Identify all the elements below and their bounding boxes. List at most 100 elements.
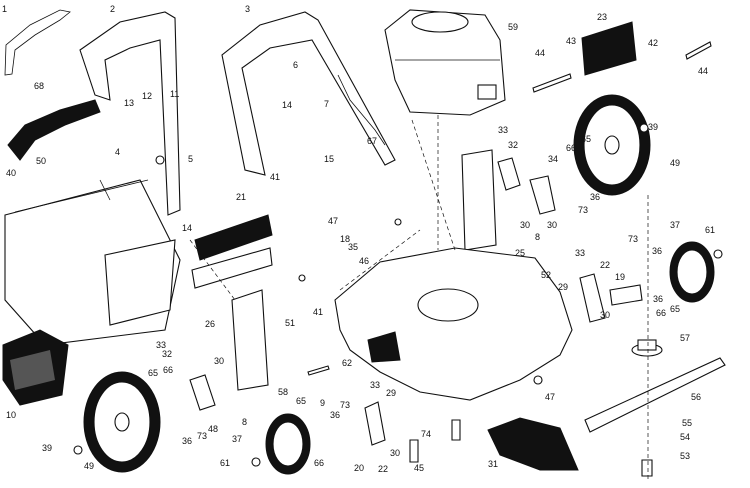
callout-33: 33 [370, 380, 380, 390]
callout-49: 49 [670, 158, 680, 168]
callout-36: 36 [182, 436, 192, 446]
callout-51: 51 [285, 318, 295, 328]
part-front-wheel-left [265, 413, 311, 475]
callout-36: 36 [652, 246, 662, 256]
callout-48: 48 [208, 424, 218, 434]
callout-65: 65 [148, 368, 158, 378]
part-mower-deck [334, 247, 573, 401]
callout-66: 66 [656, 308, 666, 318]
callout-9: 9 [320, 398, 325, 408]
callout-4: 4 [115, 147, 120, 157]
callout-25: 25 [515, 248, 525, 258]
assembly-lines [189, 115, 649, 480]
callout-54: 54 [680, 432, 690, 442]
part-height-adjuster-right [461, 149, 497, 251]
callout-31: 31 [488, 459, 498, 469]
callout-49: 49 [84, 461, 94, 471]
callout-29: 29 [386, 388, 396, 398]
part-handle-grip [7, 99, 101, 161]
callout-41: 41 [270, 172, 280, 182]
callout-68: 68 [34, 81, 44, 91]
callout-22: 22 [600, 260, 610, 270]
part-rear-wheel-right [573, 94, 651, 196]
callout-7: 7 [324, 99, 329, 109]
callout-37: 37 [232, 434, 242, 444]
callout-67: 67 [367, 136, 377, 146]
callout-47: 47 [328, 216, 338, 226]
callout-45: 45 [414, 463, 424, 473]
callout-30: 30 [214, 356, 224, 366]
callout-74: 74 [421, 429, 431, 439]
part-upper-handle [79, 11, 181, 216]
callout-73: 73 [628, 234, 638, 244]
callout-3: 3 [245, 4, 250, 14]
callout-18: 18 [340, 234, 350, 244]
callout-22: 22 [378, 464, 388, 474]
part-mulch-plug [487, 417, 579, 471]
callout-66: 66 [163, 365, 173, 375]
callout-30: 30 [600, 310, 610, 320]
part-wheel-adjusters [189, 157, 643, 446]
callout-66: 66 [566, 143, 576, 153]
callout-53: 53 [680, 451, 690, 461]
callout-41: 41 [313, 307, 323, 317]
callout-19: 19 [615, 272, 625, 282]
callout-58: 58 [278, 387, 288, 397]
callout-46: 46 [359, 256, 369, 266]
callout-40: 40 [6, 168, 16, 178]
part-lower-handle [221, 11, 396, 176]
callout-61: 61 [705, 225, 715, 235]
callout-35: 35 [348, 242, 358, 252]
callout-32: 32 [508, 140, 518, 150]
callout-20: 20 [354, 463, 364, 473]
callout-13: 13 [124, 98, 134, 108]
callout-6: 6 [293, 60, 298, 70]
callout-36: 36 [590, 192, 600, 202]
callout-23: 23 [597, 12, 607, 22]
part-handle-wire [4, 9, 71, 76]
part-blade [584, 357, 726, 433]
part-rear-guard [581, 21, 637, 76]
callout-30: 30 [547, 220, 557, 230]
callout-15: 15 [324, 154, 334, 164]
callout-39: 39 [648, 122, 658, 132]
part-throttle-cable [337, 74, 386, 146]
callout-62: 62 [342, 358, 352, 368]
callout-43: 43 [566, 36, 576, 46]
part-front-wheel-right [669, 241, 715, 303]
part-bag-bracket [191, 214, 273, 289]
callout-57: 57 [680, 333, 690, 343]
callout-26: 26 [205, 319, 215, 329]
callout-29: 29 [558, 282, 568, 292]
part-rear-wheel-left [83, 371, 161, 473]
callout-2: 2 [110, 4, 115, 14]
callout-56: 56 [691, 392, 701, 402]
callout-8: 8 [535, 232, 540, 242]
callout-30: 30 [520, 220, 530, 230]
part-rear-flap [2, 329, 69, 406]
callout-65: 65 [581, 134, 591, 144]
callout-61: 61 [220, 458, 230, 468]
part-height-adjuster-left [231, 289, 269, 391]
callout-32: 32 [162, 349, 172, 359]
callout-55: 55 [682, 418, 692, 428]
callout-65: 65 [670, 304, 680, 314]
callout-5: 5 [188, 154, 193, 164]
callout-33: 33 [156, 340, 166, 350]
callout-30: 30 [390, 448, 400, 458]
callout-33: 33 [498, 125, 508, 135]
callout-66: 66 [314, 458, 324, 468]
callout-73: 73 [578, 205, 588, 215]
callout-42: 42 [648, 38, 658, 48]
callout-10: 10 [6, 410, 16, 420]
callout-14: 14 [282, 100, 292, 110]
callout-44: 44 [698, 66, 708, 76]
part-engine [384, 9, 506, 116]
callout-1: 1 [2, 4, 7, 14]
part-hardware [73, 41, 723, 477]
callout-59: 59 [508, 22, 518, 32]
callout-36: 36 [653, 294, 663, 304]
callout-44: 44 [535, 48, 545, 58]
